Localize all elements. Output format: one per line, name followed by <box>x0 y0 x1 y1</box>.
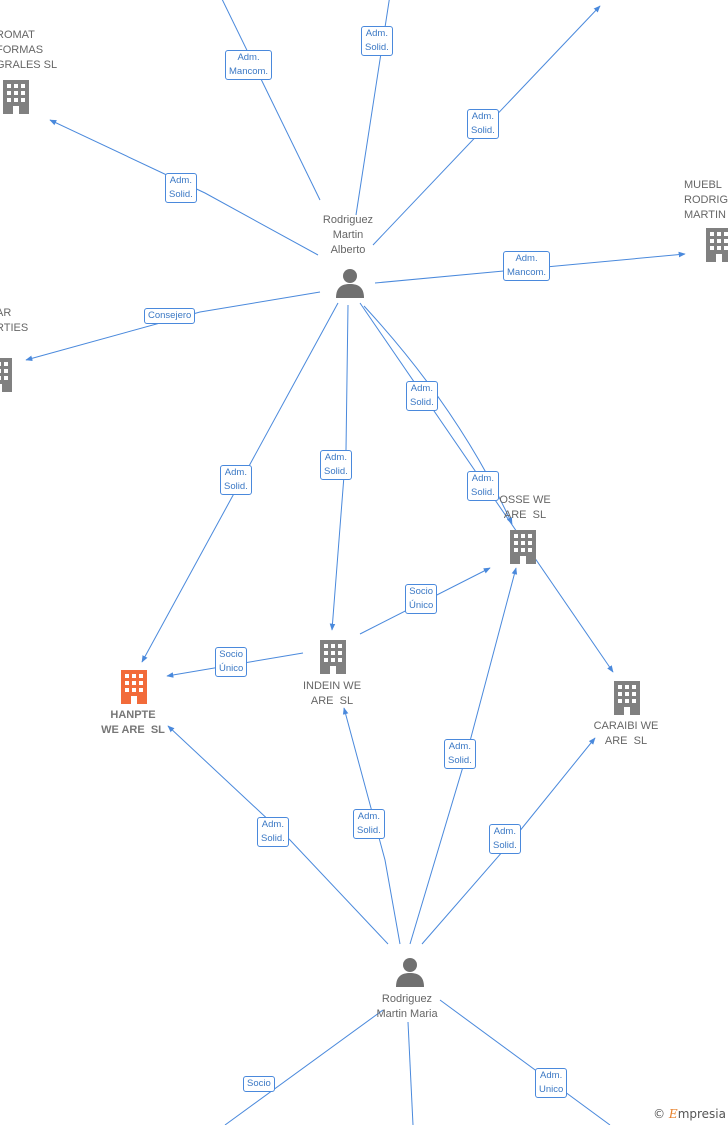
building-icon[interactable] <box>510 530 536 564</box>
building-icon[interactable] <box>0 358 12 392</box>
edge-label-adm-solid[interactable]: Adm. Solid. <box>257 817 289 847</box>
building-icon[interactable] <box>3 80 29 114</box>
edge-label-adm-solid[interactable]: Adm. Solid. <box>467 109 499 139</box>
node-label-company-indein[interactable]: INDEIN WE ARE SL <box>302 680 362 707</box>
node-label-company-romat[interactable]: ROMAT FORMAS GRALES SL <box>0 29 58 71</box>
edge-line <box>224 1009 384 1125</box>
edge-label-adm-mancom[interactable]: Adm. Mancom. <box>225 50 273 80</box>
building-icon[interactable] <box>320 640 346 674</box>
edge-label-adm-solid[interactable]: Adm. Solid. <box>220 465 252 495</box>
edge-label-adm-solid[interactable]: Adm. Solid. <box>406 381 438 411</box>
edge-line <box>221 0 321 201</box>
person-icon[interactable] <box>396 958 424 987</box>
empresia-credit: © Empresia <box>653 1107 726 1121</box>
edge-label-socio[interactable]: Socio <box>243 1076 275 1092</box>
edge-line <box>49 119 319 256</box>
building-icon[interactable] <box>614 681 640 715</box>
brand-name: mpresia <box>677 1107 726 1121</box>
edge-label-adm-solid[interactable]: Adm. Solid. <box>489 824 521 854</box>
person-icon[interactable] <box>336 269 364 298</box>
node-label-person-alberto[interactable]: Rodriguez Martin Alberto <box>322 214 374 256</box>
edge-line <box>407 1021 414 1125</box>
edge-label-consejero[interactable]: Consejero <box>144 308 196 324</box>
edge-label-adm-solid[interactable]: Adm. Solid. <box>444 739 476 769</box>
edge-line <box>342 707 401 945</box>
edge-label-adm-solid[interactable]: Adm. Solid. <box>353 809 385 839</box>
edge-line <box>439 999 611 1125</box>
edge-label-adm-mancom[interactable]: Adm. Mancom. <box>503 251 551 281</box>
edge-label-adm-unico[interactable]: Adm. Unico <box>535 1068 568 1098</box>
building-icon[interactable] <box>121 670 147 704</box>
edge-label-adm-solid[interactable]: Adm. Solid. <box>165 173 197 203</box>
edge-label-adm-solid[interactable]: Adm. Solid. <box>361 26 393 56</box>
copyright-symbol: © <box>653 1107 666 1121</box>
edge-label-socio-unico[interactable]: Socio Único <box>215 647 248 677</box>
node-label-company-caraibi[interactable]: CARAIBI WE ARE SL <box>593 720 659 747</box>
brand-initial: E <box>668 1107 678 1121</box>
edge-label-adm-solid[interactable]: Adm. Solid. <box>320 450 352 480</box>
edge-line <box>167 725 389 945</box>
node-label-company-osse[interactable]: OSSE WE ARE SL <box>499 494 551 521</box>
building-icon[interactable] <box>706 228 728 262</box>
edge-label-socio-unico[interactable]: Socio Único <box>405 584 438 614</box>
node-label-company-hanpte[interactable]: HANPTE WE ARE SL <box>101 709 165 736</box>
node-label-person-maria[interactable]: Rodriguez Martin Maria <box>376 993 438 1020</box>
edge-label-adm-solid[interactable]: Adm. Solid. <box>467 471 499 501</box>
node-label-company-muebl[interactable]: MUEBL RODRIG MARTIN <box>684 179 728 221</box>
edge-line <box>25 291 321 362</box>
